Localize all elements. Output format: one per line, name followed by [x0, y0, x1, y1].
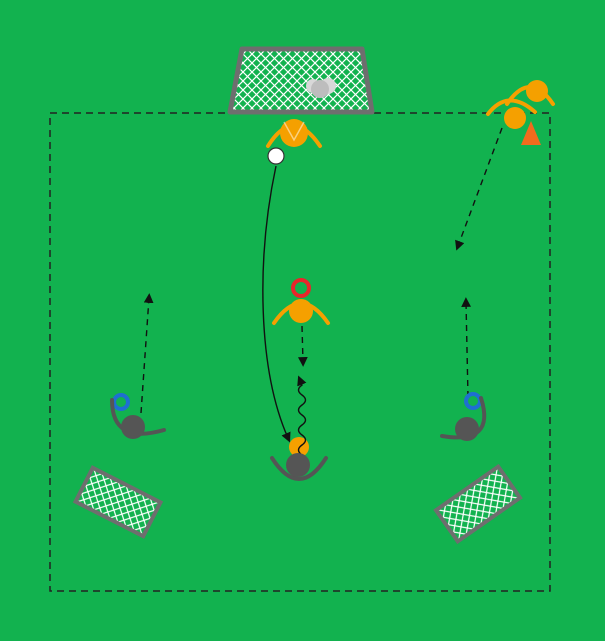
pass-arrow	[262, 165, 291, 443]
cone	[521, 121, 541, 145]
attacker-top-right	[505, 80, 555, 106]
main-goal	[227, 46, 375, 115]
attacker-top	[266, 119, 322, 148]
attacker-center	[272, 299, 330, 325]
defender-right	[440, 396, 487, 441]
defender-center	[270, 453, 328, 481]
attacker-cone	[486, 98, 537, 129]
goalkeeper	[306, 78, 336, 98]
red-marker-center	[291, 278, 311, 298]
run-arrow-left	[140, 293, 154, 414]
dribble-arrow	[297, 375, 307, 456]
ball	[267, 147, 285, 165]
playing-area-boundary	[49, 112, 551, 592]
small-goal-right	[433, 463, 523, 545]
defender-left	[110, 398, 166, 439]
run-arrow-top-right	[455, 127, 503, 251]
small-goal-left	[72, 465, 164, 539]
run-arrow-right	[461, 297, 472, 398]
